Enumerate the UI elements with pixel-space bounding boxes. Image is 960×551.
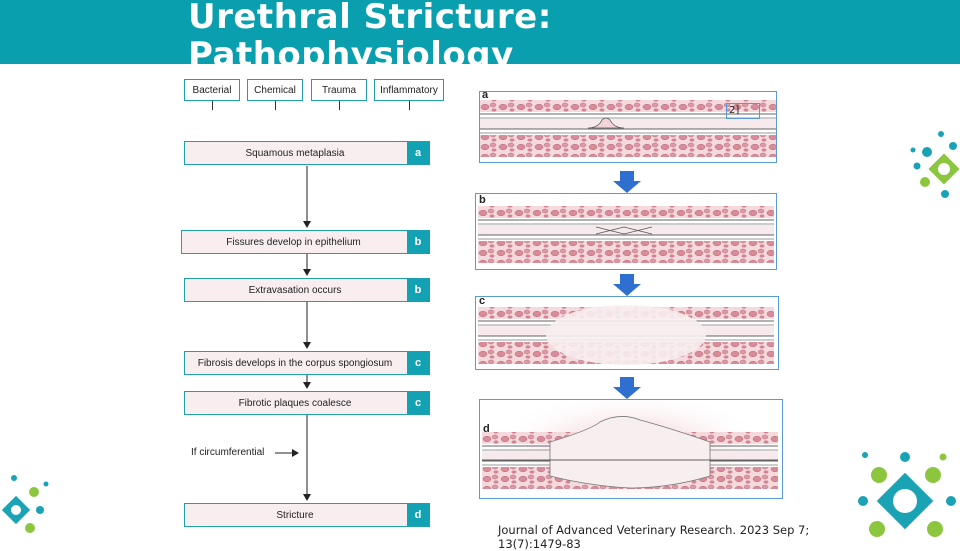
step-box-fibrosis: Fibrosis develops in the corpus spongios… — [184, 351, 430, 375]
urethra-cross-section-b — [477, 205, 775, 264]
panel-letter: b — [479, 194, 486, 206]
urethra-panel-b — [475, 193, 777, 270]
urethra-panel-a — [479, 91, 777, 163]
connector-tick — [212, 101, 213, 110]
step-box-stricture: Stricture d — [184, 503, 430, 527]
step-label: Stricture — [276, 509, 314, 521]
step-label: Extravasation occurs — [248, 284, 342, 296]
step-code-badge: c — [407, 392, 429, 414]
cause-box-inflammatory: Inflammatory — [374, 79, 444, 101]
urethra-cross-section-d — [481, 390, 779, 510]
molecule-decoration-icon — [910, 131, 960, 198]
urethra-panel-c — [475, 296, 779, 370]
panel-letter: c — [479, 295, 486, 307]
molecule-decoration-icon — [1, 475, 49, 533]
arrow-down-icon — [613, 377, 641, 399]
molecule-decoration-icon — [858, 452, 956, 537]
step-box-squamous-metaplasia: Squamous metaplasia a — [184, 141, 430, 165]
connector-tick — [409, 101, 410, 110]
cause-box-trauma: Trauma — [311, 79, 367, 101]
panel-letter: a — [482, 89, 489, 101]
header-band: Urethral Stricture: Pathophysiology — [0, 0, 960, 64]
step-box-fissures: Fissures develop in epithelium b — [181, 230, 430, 254]
connector-tick — [275, 101, 276, 110]
step-label: Fibrosis develops in the corpus spongios… — [197, 357, 393, 369]
step-code-badge: b — [407, 231, 429, 253]
step-code-badge: a — [407, 142, 429, 164]
connector-tick — [339, 101, 340, 110]
urethra-panel-d — [479, 390, 783, 510]
step-code-badge: d — [407, 504, 429, 526]
arrow-down-icon — [613, 171, 641, 193]
step-box-extravasation: Extravasation occurs b — [184, 278, 430, 302]
arrow-down-icon — [613, 274, 641, 296]
circumferential-note: If circumferential — [191, 447, 265, 458]
panel-letter: d — [483, 423, 490, 435]
step-code-badge: b — [407, 279, 429, 301]
step-label: Fibrotic plaques coalesce — [238, 397, 352, 409]
citation-text: Journal of Advanced Veterinary Research.… — [498, 523, 810, 551]
step-label: Fissures develop in epithelium — [226, 236, 361, 248]
cause-box-chemical: Chemical — [247, 79, 303, 101]
cause-box-bacterial: Bacterial — [184, 79, 240, 101]
step-code-badge: c — [407, 352, 429, 374]
reference-mark: 2] — [726, 103, 760, 119]
urethra-cross-section-a — [479, 99, 777, 158]
step-label: Squamous metaplasia — [245, 147, 345, 159]
step-box-plaques: Fibrotic plaques coalesce c — [184, 391, 430, 415]
urethra-cross-section-c — [477, 305, 775, 365]
slide-title: Urethral Stricture: Pathophysiology — [188, 0, 552, 64]
